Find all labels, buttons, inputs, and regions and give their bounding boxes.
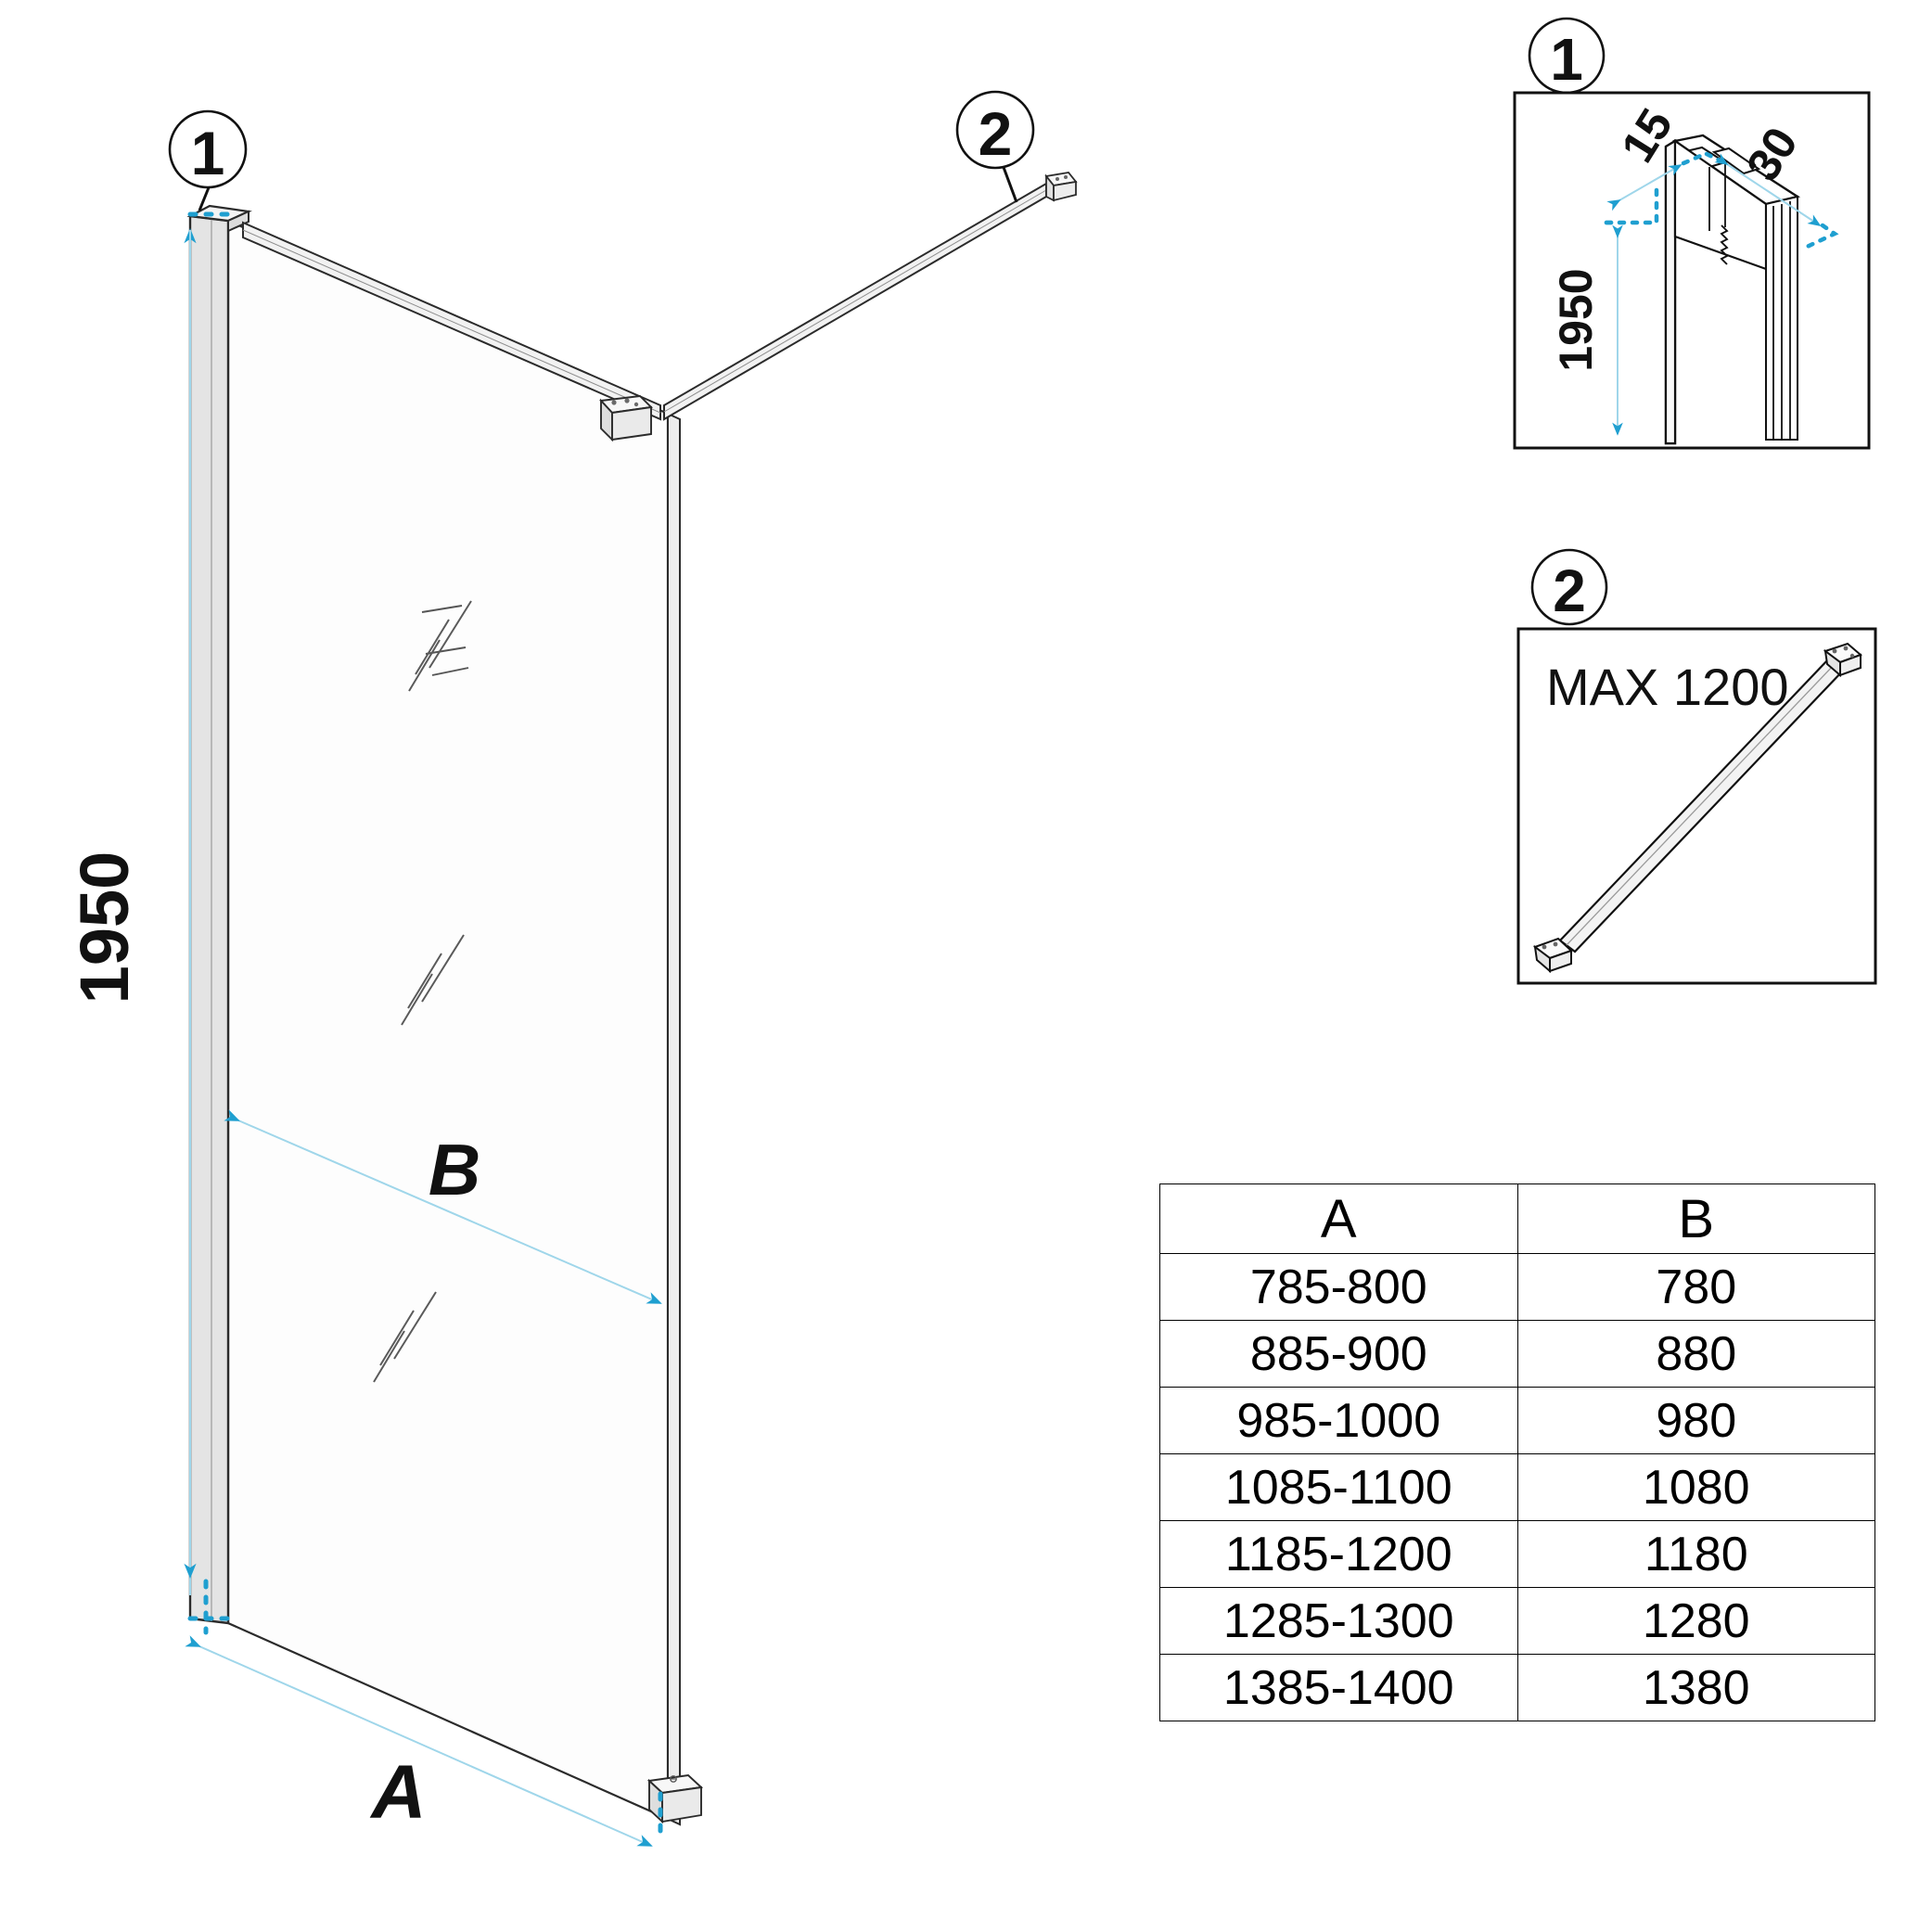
detail-1-panel: 1: [1513, 17, 1871, 450]
cell-a: 1385-1400: [1159, 1654, 1518, 1721]
a-dimension-label: A: [369, 1750, 426, 1835]
table-header-b: B: [1516, 1184, 1875, 1254]
detail-1-number: 1: [1550, 26, 1583, 93]
table-header-a: A: [1159, 1184, 1518, 1254]
glass-floor-bracket: [646, 1773, 704, 1824]
callout-2: 2: [955, 90, 1035, 203]
glass-panel: [226, 219, 681, 1826]
height-dimension-label: 1950: [66, 851, 143, 1004]
detail-2-max-label: MAX 1200: [1546, 658, 1789, 716]
detail-2-panel: 2 MAX 1200: [1516, 548, 1877, 985]
table-row: 785-800 780: [1159, 1253, 1875, 1321]
cell-a: 1185-1200: [1159, 1520, 1518, 1588]
table-row: 1185-1200 1180: [1159, 1520, 1875, 1588]
detail-1-dim-15: [1604, 151, 1708, 225]
b-dimension: [224, 1109, 662, 1304]
main-isometric-view: 1950 B A 1 2: [66, 90, 1078, 1847]
glass-bar-clamp: [599, 395, 654, 442]
cell-a: 785-800: [1159, 1253, 1518, 1321]
detail-2-number: 2: [1553, 557, 1586, 624]
stabilizer-bar: [242, 172, 1078, 421]
table-row: 1085-1100 1080: [1159, 1453, 1875, 1521]
cell-b: 1080: [1516, 1453, 1875, 1521]
cell-b: 980: [1516, 1387, 1875, 1454]
glass-reflection-group-2: [401, 934, 465, 1026]
detail-1-dim-30: [1704, 151, 1839, 251]
a-dimension: [185, 1579, 663, 1847]
cell-a: 985-1000: [1159, 1387, 1518, 1454]
table-row: 1285-1300 1280: [1159, 1587, 1875, 1655]
height-dimension: [184, 211, 235, 1621]
wall-profile: [186, 204, 252, 1625]
cell-b: 880: [1516, 1320, 1875, 1388]
cell-a: 1285-1300: [1159, 1587, 1518, 1655]
b-dimension-label: B: [429, 1129, 480, 1210]
table-row: 885-900 880: [1159, 1320, 1875, 1388]
detail-1-dim-1950: [1604, 220, 1623, 436]
cell-b: 1380: [1516, 1654, 1875, 1721]
cell-b: 780: [1516, 1253, 1875, 1321]
cell-a: 1085-1100: [1159, 1453, 1518, 1521]
dimension-table: A B 785-800 780 885-900 880 985-1000 980…: [1159, 1184, 1875, 1721]
callout-2-number: 2: [979, 99, 1013, 168]
detail-1-dim-1950-label: 1950: [1550, 268, 1602, 371]
cell-a: 885-900: [1159, 1320, 1518, 1388]
callout-1: 1: [168, 109, 248, 211]
glass-reflection-group-1: [408, 600, 472, 692]
table-row: 1385-1400 1380: [1159, 1654, 1875, 1721]
cell-b: 1180: [1516, 1520, 1875, 1588]
detail-2-support-bar: [1532, 642, 1862, 974]
table-row: 985-1000 980: [1159, 1387, 1875, 1454]
callout-1-number: 1: [191, 119, 225, 187]
table-header-row: A B: [1159, 1184, 1875, 1254]
cell-b: 1280: [1516, 1587, 1875, 1655]
